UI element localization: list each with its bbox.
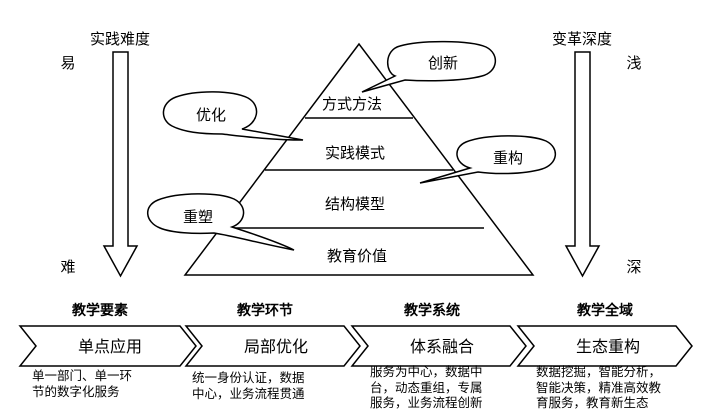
stage-desc-line: 智能决策，精准高效教 — [536, 379, 662, 395]
stage-title-system: 教学系统 — [404, 302, 460, 319]
stage-arrow-local-optimize — [184, 325, 361, 367]
left-axis-bottom-label: 难 — [60, 258, 75, 276]
callout-reshape-text: 重塑 — [183, 208, 213, 226]
stage-title-elements: 教学要素 — [72, 302, 128, 319]
stage-arrow-single-point — [18, 325, 197, 367]
right-axis-title: 变革深度 — [552, 30, 612, 48]
left-axis-top-label: 易 — [60, 54, 75, 72]
stage-desc-line: 中心，业务流程贯通 — [192, 385, 305, 401]
stage-label-system-merge: 体系融合 — [410, 337, 474, 356]
left-axis-title: 实践难度 — [90, 30, 150, 48]
stage-arrow-eco-reconstruct — [516, 325, 693, 367]
stage-desc-line: 统一身份认证，数据 — [192, 370, 305, 385]
left-down-arrow — [102, 51, 139, 278]
stage-desc-system-merge: 服务为中心，数据中 台，动态重组，专属 服务，业务流程创新 — [370, 364, 483, 411]
stage-label-single-point: 单点应用 — [78, 337, 142, 356]
pyramid-level-method: 方式方法 — [322, 95, 382, 113]
stage-desc-line: 服务为中心，数据中 — [370, 364, 483, 379]
callout-innovate-text: 创新 — [428, 54, 458, 72]
callout-reconstruct-text: 重构 — [493, 149, 523, 167]
stage-desc-line: 节的数字化服务 — [32, 383, 120, 399]
stage-arrow-system-merge — [350, 325, 527, 367]
stage-desc-line: 服务，业务流程创新 — [370, 395, 483, 410]
stage-desc-line: 育服务，教育新生态 — [536, 395, 649, 410]
right-down-arrow — [564, 51, 601, 278]
pyramid — [183, 42, 535, 276]
stage-title-links: 教学环节 — [237, 302, 293, 319]
stage-desc-local-optimize: 统一身份认证，数据 中心，业务流程贯通 — [192, 370, 305, 401]
pyramid-level-structure-model: 结构模型 — [325, 195, 385, 213]
right-axis-bottom-label: 深 — [626, 258, 641, 276]
stage-desc-line: 单一部门、单一环 — [32, 368, 133, 383]
callout-optimize-text: 优化 — [196, 106, 226, 124]
stage-desc-line: 数据挖掘，智能分析， — [536, 364, 662, 379]
right-axis-top-label: 浅 — [626, 54, 641, 72]
callout-optimize — [162, 91, 304, 141]
callout-innovate — [361, 40, 496, 93]
pyramid-level-practice-model: 实践模式 — [325, 144, 385, 162]
stage-desc-single-point: 单一部门、单一环 节的数字化服务 — [32, 368, 132, 399]
stage-label-local-optimize: 局部优化 — [244, 337, 308, 356]
pyramid-level-education-value: 教育价值 — [327, 247, 387, 265]
stage-desc-eco-reconstruct: 数据挖掘，智能分析， 智能决策，精准高效教 育服务，教育新生态 — [536, 364, 661, 411]
stage-label-eco-reconstruct: 生态重构 — [576, 337, 640, 356]
stage-desc-line: 台，动态重组，专属 — [370, 379, 483, 395]
stage-title-domain: 教学全域 — [577, 302, 633, 319]
callout-reshape — [147, 193, 295, 251]
callout-reconstruct — [419, 135, 556, 184]
